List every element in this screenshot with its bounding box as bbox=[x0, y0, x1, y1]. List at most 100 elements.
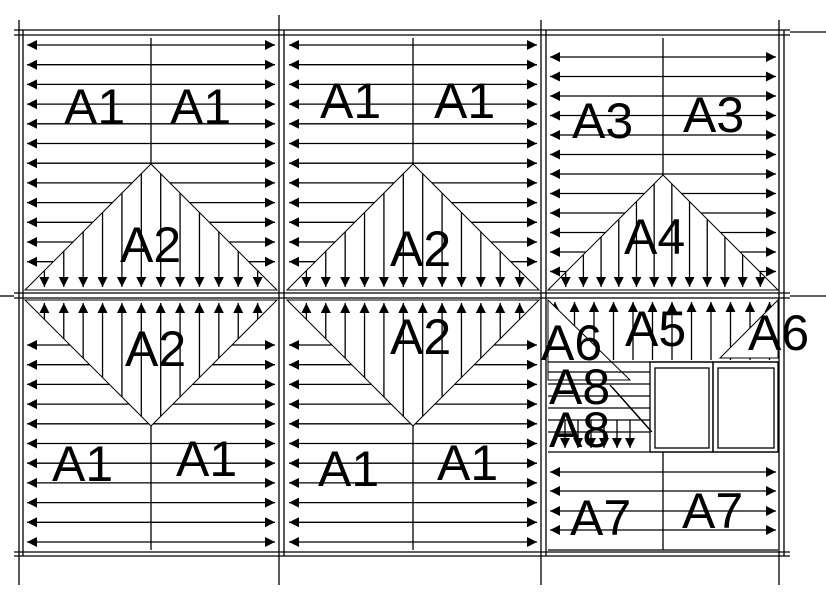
arrowhead bbox=[340, 303, 351, 313]
arrowhead bbox=[289, 517, 299, 528]
arrowhead bbox=[560, 277, 571, 287]
label-a6: A6 bbox=[541, 315, 602, 371]
label-a3: A3 bbox=[683, 87, 744, 143]
arrowhead bbox=[550, 208, 560, 218]
arrowhead bbox=[265, 59, 275, 70]
arrowhead bbox=[265, 379, 275, 390]
arrowhead bbox=[340, 277, 351, 287]
arrowhead bbox=[495, 277, 506, 287]
arrowhead bbox=[550, 91, 560, 101]
arrowhead bbox=[265, 99, 275, 110]
arrowhead bbox=[514, 277, 525, 287]
arrowhead bbox=[175, 277, 186, 287]
arrowhead bbox=[289, 477, 299, 488]
arrowhead bbox=[527, 537, 537, 547]
arrowhead bbox=[527, 379, 537, 390]
arrowhead bbox=[586, 438, 596, 448]
arrowhead bbox=[289, 158, 299, 169]
arrowhead bbox=[378, 277, 389, 287]
arrowhead bbox=[289, 40, 299, 50]
arrowhead bbox=[706, 302, 716, 312]
arrowhead bbox=[578, 277, 589, 287]
arrowhead bbox=[569, 302, 580, 312]
hip-triangle bbox=[23, 299, 279, 427]
label-a3: A3 bbox=[572, 93, 633, 149]
arrowhead bbox=[97, 303, 108, 313]
arrowhead bbox=[755, 277, 766, 287]
arrowhead bbox=[589, 302, 599, 312]
arrowhead bbox=[437, 303, 448, 313]
arrowhead bbox=[175, 303, 186, 313]
shaft-box bbox=[654, 367, 710, 449]
arrowhead bbox=[213, 303, 224, 313]
label-a2: A2 bbox=[390, 309, 451, 365]
arrowhead bbox=[265, 256, 275, 267]
arrowhead bbox=[252, 303, 263, 313]
arrowhead bbox=[136, 303, 147, 313]
arrowhead bbox=[527, 340, 537, 350]
arrowhead bbox=[27, 118, 37, 129]
label-a5: A5 bbox=[625, 301, 686, 357]
arrowhead bbox=[39, 277, 50, 287]
label-a1: A1 bbox=[434, 73, 495, 129]
arrowhead bbox=[27, 418, 37, 429]
arrowhead bbox=[527, 399, 537, 410]
arrowhead bbox=[265, 399, 275, 410]
arrowhead bbox=[265, 217, 275, 228]
label-a1: A1 bbox=[318, 441, 379, 497]
arrowhead bbox=[550, 227, 560, 238]
arrowhead bbox=[737, 277, 748, 287]
arrowhead bbox=[456, 303, 467, 313]
arrowhead bbox=[684, 277, 695, 287]
arrowhead bbox=[527, 217, 537, 228]
arrowhead bbox=[265, 438, 275, 449]
arrowhead bbox=[527, 359, 537, 370]
arrowhead bbox=[766, 130, 776, 140]
arrowhead bbox=[527, 79, 537, 90]
arrowhead bbox=[766, 149, 776, 160]
arrowhead bbox=[27, 197, 37, 208]
arrowhead bbox=[265, 197, 275, 208]
arrowhead bbox=[301, 303, 312, 313]
arrowhead bbox=[289, 177, 299, 188]
arrowhead bbox=[289, 118, 299, 129]
arrowhead bbox=[550, 506, 560, 516]
arrowhead bbox=[527, 458, 537, 469]
label-a1: A1 bbox=[64, 79, 125, 135]
arrowhead bbox=[320, 303, 331, 313]
stair-line bbox=[611, 386, 653, 433]
label-a2: A2 bbox=[390, 221, 451, 277]
label-a2: A2 bbox=[120, 217, 181, 273]
arrowhead bbox=[667, 302, 677, 312]
arrowhead bbox=[289, 197, 299, 208]
arrowhead bbox=[495, 303, 506, 313]
arrowhead bbox=[265, 359, 275, 370]
arrowhead bbox=[27, 79, 37, 90]
arrowhead bbox=[27, 217, 37, 228]
arrowhead bbox=[766, 525, 776, 535]
arrowhead bbox=[155, 277, 166, 287]
arrowhead bbox=[116, 277, 127, 287]
arrowhead bbox=[514, 303, 525, 313]
label-a1: A1 bbox=[176, 431, 237, 487]
arrowhead bbox=[289, 237, 299, 247]
label-a1: A1 bbox=[437, 435, 498, 491]
hip-triangle bbox=[285, 163, 541, 291]
arrowhead bbox=[289, 458, 299, 469]
area-labels: A1 A1 A2 A1 A1 A2 A3 A3 A4 A2 A1 A1 A2 A… bbox=[52, 73, 809, 546]
arrowhead bbox=[573, 438, 583, 448]
arrowhead bbox=[289, 340, 299, 350]
arrowhead bbox=[27, 497, 37, 508]
arrowhead bbox=[27, 237, 37, 247]
label-a7: A7 bbox=[682, 483, 743, 539]
arrowhead bbox=[766, 91, 776, 101]
arrowhead bbox=[527, 517, 537, 528]
arrowhead bbox=[596, 277, 607, 287]
arrowhead bbox=[766, 110, 776, 121]
arrowhead bbox=[27, 177, 37, 188]
arrowhead bbox=[289, 256, 299, 267]
arrowhead bbox=[766, 266, 776, 277]
label-a1: A1 bbox=[170, 79, 231, 135]
arrowhead bbox=[725, 302, 736, 312]
